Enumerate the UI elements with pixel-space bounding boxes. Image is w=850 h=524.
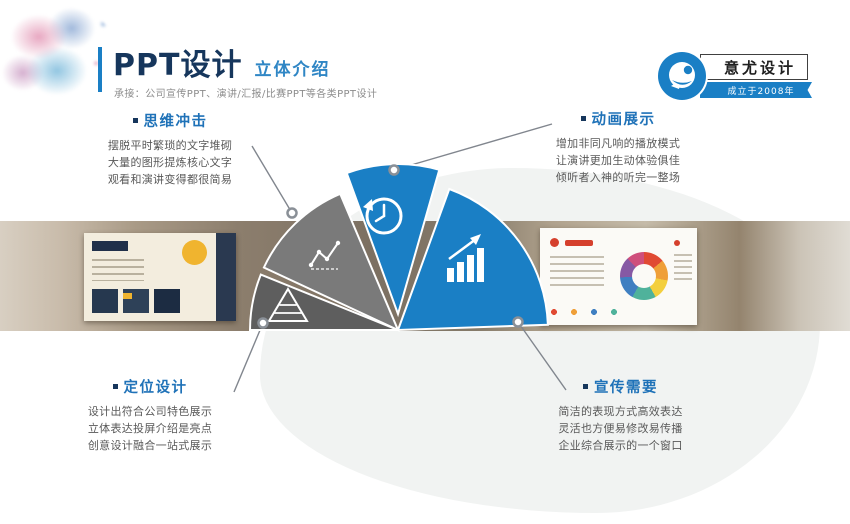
bullet-square-icon	[583, 384, 588, 389]
slide-decor-circle	[674, 240, 680, 246]
page-subtitle: 立体介绍	[254, 60, 331, 80]
paint-splash-icon	[669, 62, 695, 89]
leader-line-top-right	[393, 123, 553, 171]
callout-title: 思维冲击	[95, 110, 245, 131]
callout-bottom-left: 定位设计 设计出符合公司特色展示 立体表达投屏介绍是亮点 创意设计融合一站式展示	[75, 376, 225, 454]
callout-text-line: 观看和演讲变得都很简易	[107, 173, 233, 186]
logo-name: 意尤设计	[700, 54, 808, 80]
bullet-square-icon	[132, 118, 138, 123]
logo-ribbon: 成立于2008年	[700, 82, 812, 98]
company-logo: 意尤设计 成立于2008年	[658, 52, 818, 104]
callout-top-right: 动画展示 增加非同凡响的播放模式 让演讲更加生动体验俱佳 倾听者入神的听完一整场	[548, 108, 688, 186]
slide-decor-block	[92, 241, 128, 251]
showcase-photo-strip	[0, 221, 850, 331]
slide-decor-block	[216, 233, 236, 321]
connector-dot-top	[388, 164, 400, 176]
page-tagline: 承接：公司宣传PPT、演讲/汇报/比赛PPT等各类PPT设计	[114, 89, 378, 100]
callout-title: 宣传需要	[548, 376, 693, 397]
callout-title-text: 定位设计	[123, 380, 188, 396]
slide-decor-textlines	[92, 259, 144, 281]
callout-title: 动画展示	[548, 108, 688, 129]
slide-thumbnail-left	[84, 233, 236, 321]
callout-title-text: 思维冲击	[143, 114, 208, 130]
slide-decor-block	[123, 293, 132, 299]
callout-text-line: 立体表达投屏介绍是亮点	[87, 422, 213, 435]
callout-text-line: 灵活也方便易修改易传播	[558, 422, 683, 435]
callout-title-text: 宣传需要	[594, 380, 658, 396]
callout-bottom-right: 宣传需要 简洁的表现方式高效表达 灵活也方便易修改易传播 企业综合展示的一个窗口	[548, 376, 693, 454]
header: PPT设计 立体介绍	[113, 40, 330, 84]
page-title: PPT设计	[113, 48, 243, 83]
bullet-square-icon	[112, 384, 118, 389]
callout-top-left: 思维冲击 摆脱平时繁琐的文字堆砌 大量的图形提炼核心文字 观看和演讲变得都很简易	[95, 110, 245, 188]
slide-decor-legend-dots	[550, 308, 630, 316]
callout-text-line: 让演讲更加生动体验俱佳	[555, 154, 681, 167]
slide-decor-textlines	[674, 254, 692, 280]
connector-dot-top-left	[286, 207, 298, 219]
callout-title-text: 动画展示	[591, 112, 656, 128]
callout-text-line: 简洁的表现方式高效表达	[558, 405, 683, 418]
slide-decor-block	[565, 240, 593, 246]
callout-text-line: 摆脱平时繁琐的文字堆砌	[107, 139, 233, 152]
bullet-square-icon	[580, 116, 586, 121]
slide-decor-circle	[550, 238, 559, 247]
slide-decor-circle	[182, 240, 207, 265]
slide-decor-textlines	[550, 256, 604, 286]
title-accent-bar	[98, 47, 102, 92]
callout-text-line: 倾听者入神的听完一整场	[555, 171, 681, 184]
leader-line-top-left	[251, 145, 293, 214]
callout-title: 定位设计	[75, 376, 225, 397]
logo-circle	[658, 52, 706, 100]
slide-decor-wheel-chart	[620, 252, 668, 300]
callout-text-line: 创意设计融合一站式展示	[87, 439, 213, 452]
callout-text-line: 增加非同凡响的播放模式	[555, 137, 681, 150]
leader-line-bottom-left	[233, 322, 264, 393]
background-blob	[260, 168, 820, 513]
slide-decor-block	[92, 289, 180, 313]
callout-text-line: 设计出符合公司特色展示	[87, 405, 213, 418]
slide-thumbnail-right	[540, 228, 697, 325]
callout-text-line: 企业综合展示的一个窗口	[558, 439, 683, 452]
callout-text-line: 大量的图形提炼核心文字	[107, 156, 233, 169]
